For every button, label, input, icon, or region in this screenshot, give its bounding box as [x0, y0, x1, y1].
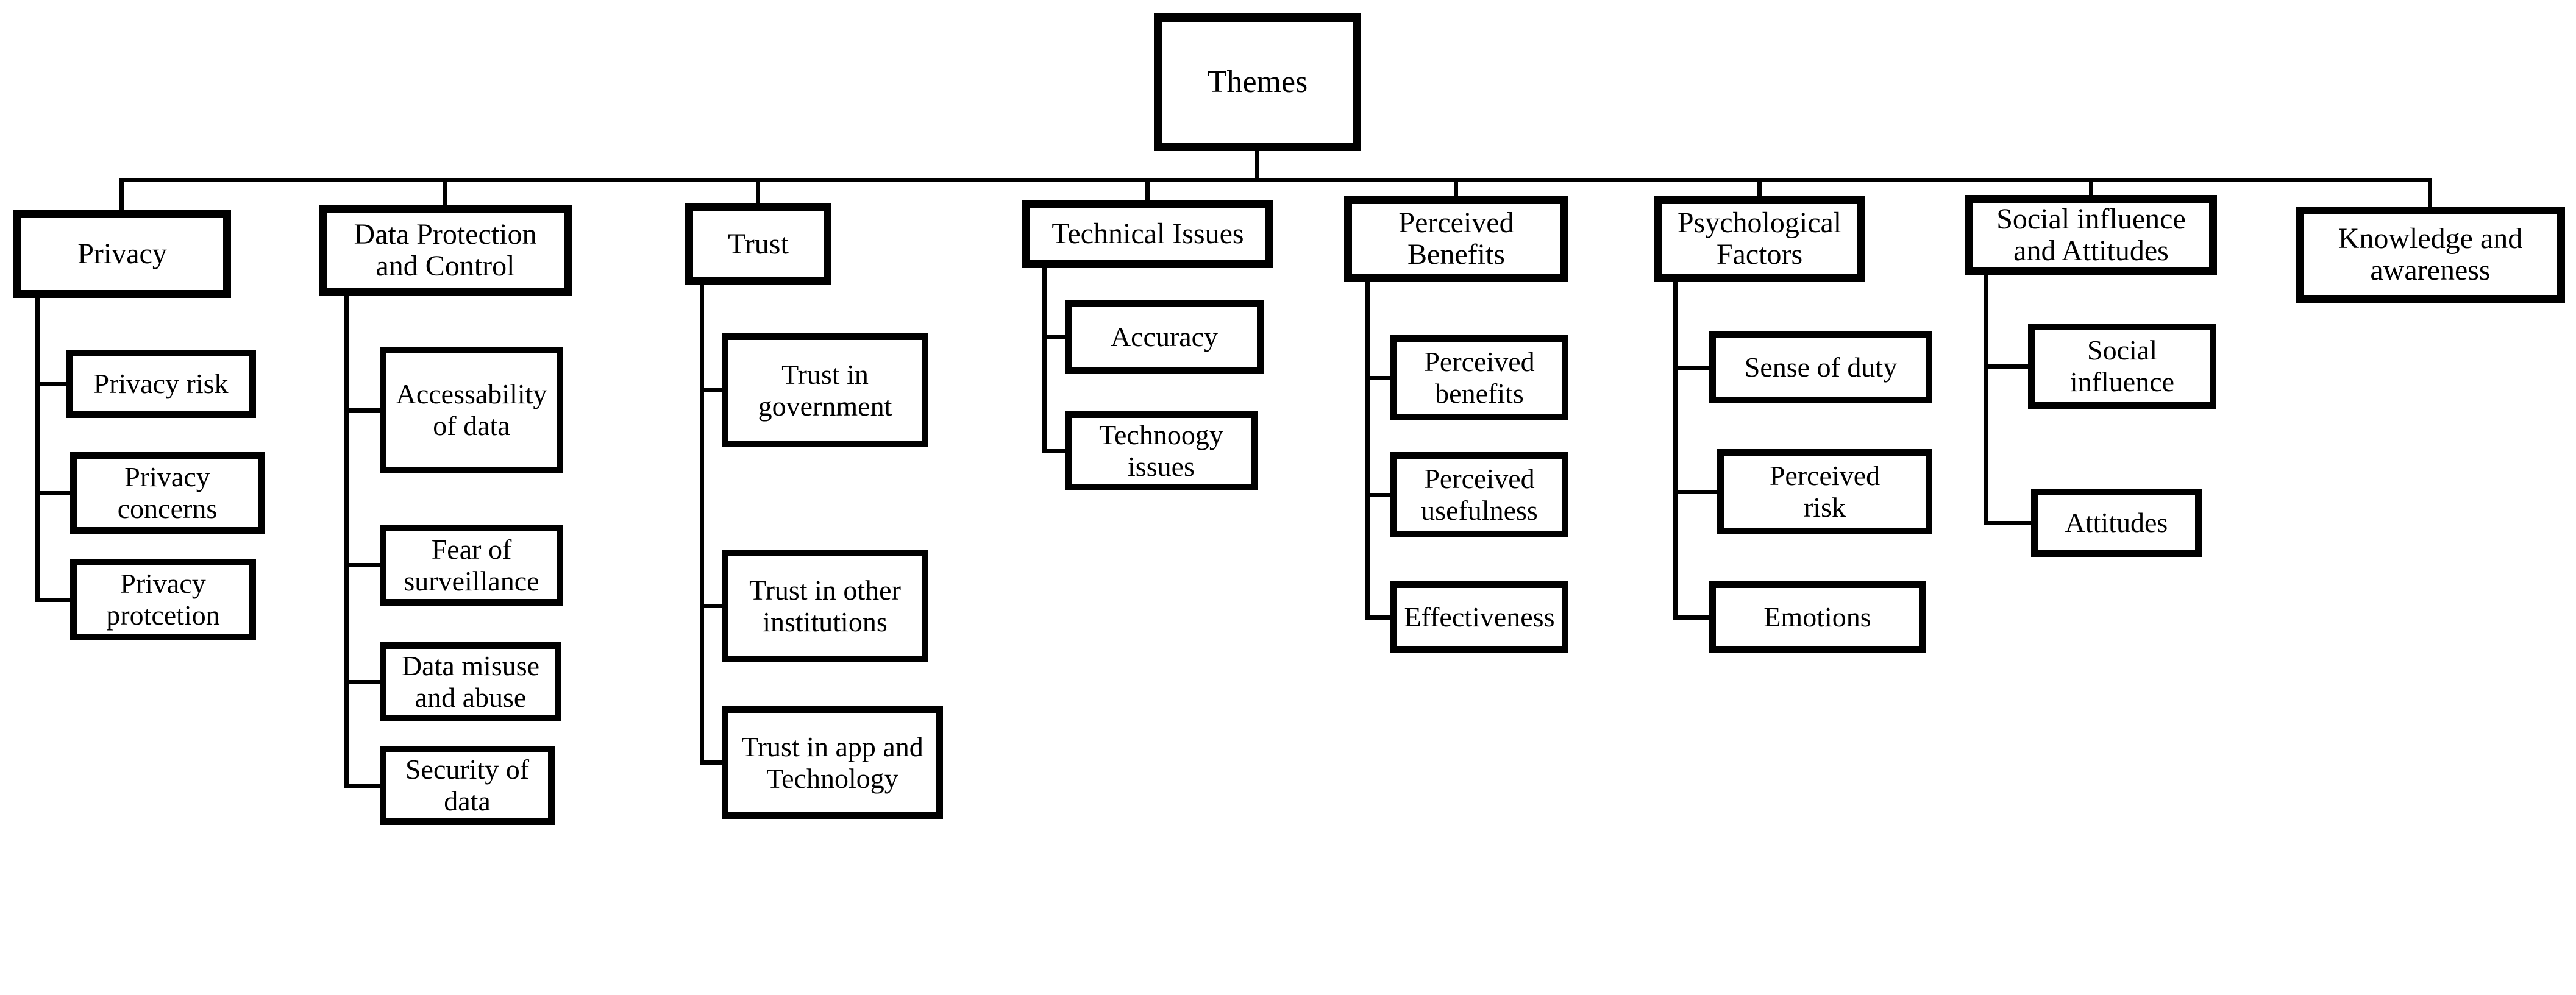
connector-elbow-accuracy — [1042, 335, 1070, 339]
theme-box-knowledge: Knowledge and awareness — [2296, 207, 2565, 303]
theme-label-psychological-factors: Psychological Factors — [1677, 207, 1842, 271]
connector-elbow-trust-app — [700, 760, 727, 765]
theme-box-perceived-benefits: Perceived Benefits — [1344, 196, 1568, 282]
connector-elbow-social-influence — [1984, 364, 2033, 369]
subtheme-label-fear-surveillance: Fear of surveillance — [404, 533, 539, 597]
subtheme-label-privacy-concerns: Privacy concerns — [117, 461, 218, 524]
theme-label-trust: Trust — [728, 227, 789, 260]
theme-label-social-influence: Social influence and Attitudes — [1996, 203, 2186, 267]
connector-main-horizontal — [119, 178, 2432, 182]
connector-stub-data-protection — [443, 178, 447, 210]
connector-rail-social-influence — [1984, 274, 1988, 525]
subtheme-label-trust-app: Trust in app and Technology — [741, 731, 923, 794]
connector-stub-social-influence — [2089, 178, 2093, 200]
subtheme-label-privacy-protcetion: Privacy protcetion — [106, 568, 220, 631]
connector-root-trunk — [1255, 151, 1259, 182]
connector-rail-data-protection — [344, 296, 349, 788]
subtheme-box-attitudes: Attitudes — [2031, 489, 2202, 557]
connector-elbow-privacy-protcetion — [35, 598, 75, 602]
subtheme-label-data-misuse: Data misuse and abuse — [401, 650, 540, 713]
connector-elbow-technoogy-issues — [1042, 449, 1070, 453]
theme-box-privacy: Privacy — [13, 210, 231, 298]
theme-label-privacy: Privacy — [77, 237, 167, 270]
connector-rail-privacy — [35, 298, 40, 602]
subtheme-box-accuracy: Accuracy — [1065, 300, 1264, 374]
subtheme-box-privacy-protcetion: Privacy protcetion — [70, 559, 256, 640]
subtheme-label-security-of-data: Security of data — [405, 754, 530, 816]
subtheme-box-sense-of-duty: Sense of duty — [1709, 331, 1932, 403]
subtheme-label-trust-government: Trust in government — [758, 358, 892, 422]
connector-stub-knowledge — [2428, 178, 2432, 211]
theme-label-data-protection: Data Protection and Control — [354, 218, 537, 282]
subtheme-box-perceived-usefulness: Perceived usefulness — [1390, 452, 1568, 537]
theme-label-knowledge: Knowledge and awareness — [2338, 222, 2523, 286]
subtheme-box-privacy-concerns: Privacy concerns — [70, 452, 265, 534]
subtheme-label-accuracy: Accuracy — [1110, 321, 1219, 353]
connector-stub-psychological-factors — [1757, 178, 1762, 201]
connector-rail-perceived-benefits — [1365, 282, 1370, 620]
connector-elbow-security-of-data — [344, 784, 385, 788]
subtheme-label-perceived-benefits: Perceived benefits — [1424, 346, 1535, 409]
subtheme-box-trust-app: Trust in app and Technology — [722, 706, 943, 819]
theme-box-psychological-factors: Psychological Factors — [1654, 196, 1865, 282]
subtheme-box-fear-surveillance: Fear of surveillance — [380, 525, 563, 606]
connector-elbow-accessability — [344, 408, 385, 413]
connector-elbow-trust-institutions — [700, 604, 727, 608]
connector-elbow-sense-of-duty — [1673, 366, 1714, 370]
themes-root-box: Themes — [1154, 13, 1361, 151]
subtheme-box-trust-government: Trust in government — [722, 333, 928, 447]
connector-elbow-privacy-concerns — [35, 491, 75, 495]
connector-elbow-fear-surveillance — [344, 563, 385, 567]
connector-elbow-perceived-benefits — [1365, 376, 1395, 380]
connector-rail-psychological-factors — [1673, 282, 1678, 620]
subtheme-box-perceived-risk: Perceived risk — [1717, 449, 1932, 534]
theme-box-social-influence: Social influence and Attitudes — [1965, 195, 2217, 275]
connector-rail-trust — [700, 285, 704, 765]
subtheme-label-attitudes: Attitudes — [2065, 507, 2168, 539]
subtheme-label-perceived-risk: Perceived risk — [1769, 460, 1880, 523]
subtheme-box-effectiveness: Effectiveness — [1390, 581, 1568, 653]
connector-elbow-attitudes — [1984, 521, 2036, 525]
subtheme-label-effectiveness: Effectiveness — [1404, 601, 1555, 633]
theme-label-perceived-benefits: Perceived Benefits — [1398, 207, 1514, 271]
subtheme-label-technoogy-issues: Technoogy issues — [1099, 419, 1223, 482]
connector-elbow-trust-government — [700, 388, 727, 392]
connector-elbow-emotions — [1673, 615, 1714, 620]
connector-stub-perceived-benefits — [1454, 178, 1458, 201]
connector-stub-technical-issues — [1145, 178, 1150, 205]
subtheme-label-privacy-risk: Privacy risk — [93, 368, 229, 400]
subtheme-box-accessability: Accessability of data — [380, 347, 563, 473]
theme-label-technical-issues: Technical Issues — [1051, 218, 1244, 250]
subtheme-box-privacy-risk: Privacy risk — [66, 350, 256, 418]
theme-box-technical-issues: Technical Issues — [1022, 200, 1273, 268]
theme-box-trust: Trust — [685, 203, 831, 285]
subtheme-label-social-influence: Social influence — [2069, 335, 2175, 397]
subtheme-label-trust-institutions: Trust in other institutions — [749, 574, 901, 637]
subtheme-box-security-of-data: Security of data — [380, 746, 555, 825]
subtheme-label-accessability: Accessability of data — [396, 378, 547, 441]
subtheme-box-trust-institutions: Trust in other institutions — [722, 550, 928, 662]
connector-stub-trust — [756, 178, 760, 208]
subtheme-box-emotions: Emotions — [1709, 581, 1926, 653]
subtheme-box-social-influence: Social influence — [2028, 324, 2216, 409]
connector-elbow-perceived-risk — [1673, 490, 1722, 494]
connector-elbow-data-misuse — [344, 680, 385, 684]
connector-stub-privacy — [119, 178, 124, 214]
subtheme-box-technoogy-issues: Technoogy issues — [1065, 411, 1258, 490]
subtheme-box-perceived-benefits: Perceived benefits — [1390, 335, 1568, 420]
theme-box-data-protection: Data Protection and Control — [319, 205, 572, 296]
connector-elbow-privacy-risk — [35, 382, 71, 386]
connector-elbow-effectiveness — [1365, 615, 1395, 620]
subtheme-label-emotions: Emotions — [1763, 601, 1871, 633]
connector-rail-technical-issues — [1042, 268, 1047, 453]
subtheme-box-data-misuse: Data misuse and abuse — [380, 642, 561, 721]
subtheme-label-sense-of-duty: Sense of duty — [1744, 352, 1898, 383]
themes-root-label: Themes — [1207, 65, 1308, 100]
subtheme-label-perceived-usefulness: Perceived usefulness — [1421, 463, 1538, 526]
connector-elbow-perceived-usefulness — [1365, 493, 1395, 497]
